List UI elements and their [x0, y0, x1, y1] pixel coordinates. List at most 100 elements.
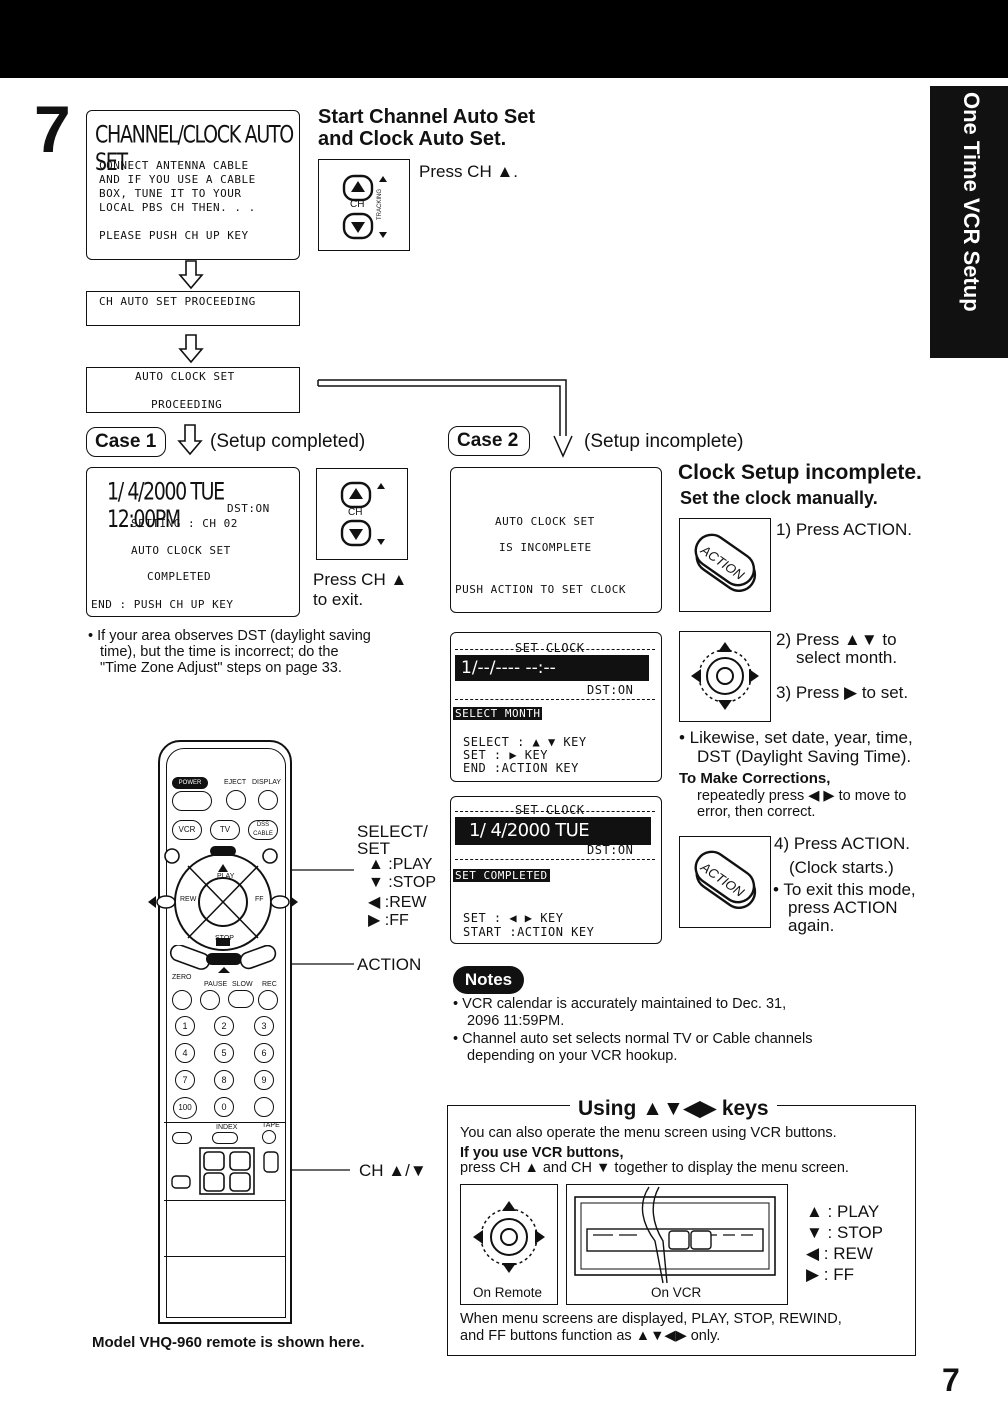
rec-key: [258, 990, 278, 1010]
case1-setting: SETTING : CH 02: [131, 517, 238, 530]
set-clock2-key2: START :ACTION KEY: [463, 925, 595, 939]
action-callout: ACTION: [357, 955, 422, 974]
slow-key: [228, 990, 254, 1008]
play-label: PLAY: [217, 873, 235, 880]
directional-pad-icon: [473, 1201, 545, 1273]
tv-key: TV: [210, 820, 240, 840]
pause-key: [200, 990, 220, 1010]
ch-label: CH: [348, 507, 363, 518]
dst-note-2: time), but the time is incorrect; do the: [100, 644, 339, 660]
exit-line1: • To exit this mode,: [773, 880, 916, 899]
pause-label: PAUSE: [204, 981, 228, 988]
select-set-label-4: ▼ :STOP: [368, 874, 436, 891]
osd-ch-auto-text: CH AUTO SET PROCEEDING: [99, 295, 256, 308]
case2-desc: (Setup incomplete): [584, 431, 744, 452]
set-clock-key3: END :ACTION KEY: [463, 761, 579, 775]
corrections-line1: repeatedly press ◀ ▶ to move to: [697, 788, 907, 804]
callout-lines: [290, 869, 354, 1171]
case2-badge: Case 2: [448, 426, 530, 456]
digit-2: 2: [214, 1016, 234, 1036]
digit-100: 100: [173, 1097, 197, 1119]
osd-screen-case1: 1/ 4/2000 TUE 12:00PM DST:ON SETTING : C…: [86, 467, 300, 617]
digit-0: 0: [214, 1097, 234, 1117]
eject-label: EJECT: [224, 779, 247, 786]
case2-label: Case 2: [457, 430, 519, 451]
osd-title: CHANNEL/CLOCK AUTO SET: [95, 121, 294, 176]
digit-9: 9: [254, 1070, 274, 1090]
case1-time: 1/ 4/2000 TUE 12:00PM: [107, 478, 225, 533]
ch-label: CH: [350, 199, 365, 210]
stop-label: STOP: [215, 935, 234, 942]
side-tab-label: One Time VCR Setup: [959, 92, 984, 312]
add-delete-key: [254, 1097, 274, 1117]
set-clock-dst: DST:ON: [587, 683, 634, 697]
action-button-icon: [694, 533, 757, 592]
remote-ch-vol-icon: [171, 1147, 279, 1195]
on-remote-label: On Remote: [473, 1285, 543, 1300]
case1-badge: Case 1: [86, 427, 166, 457]
digit-3: 3: [254, 1016, 274, 1036]
remote-control: [158, 740, 292, 1324]
osd-screen-ch-auto-set: CH AUTO SET PROCEEDING: [86, 291, 300, 326]
tracking-label: TRACKING: [377, 188, 383, 220]
osd-line-1: CONNECT ANTENNA CABLE: [99, 159, 249, 172]
remote-caption: Model VHQ-960 remote is shown here.: [92, 1334, 365, 1351]
eject-key: [226, 790, 246, 810]
using-keys-line3: press CH ▲ and CH ▼ together to display …: [460, 1160, 849, 1176]
ff-label: FF: [255, 896, 264, 903]
osd-line-4: LOCAL PBS CH THEN. . .: [99, 201, 256, 214]
using-keys-line1: You can also operate the menu screen usi…: [460, 1125, 837, 1141]
set-clock2-key1: SET : ◀ ▶ KEY: [463, 911, 564, 925]
vcr-front-panel-icon: [574, 1186, 776, 1284]
ch-button-figure-2: CH: [316, 468, 408, 560]
dss-key: DSS CABLE: [248, 820, 278, 840]
connector-arrow: [317, 379, 573, 458]
osd-screen-case2: AUTO CLOCK SET IS INCOMPLETE PUSH ACTION…: [450, 467, 662, 613]
tape-key: [262, 1130, 276, 1144]
legend-rew: ◀ : REW: [806, 1244, 873, 1263]
corrections-title: To Make Corrections,: [679, 770, 831, 787]
legend-play: ▲ : PLAY: [806, 1202, 880, 1221]
tape-label: TAPE: [262, 1122, 280, 1129]
likewise-line2: DST (Daylight Saving Time).: [697, 747, 912, 766]
action-button-figure-2: ACTION: [679, 836, 771, 928]
power-button: POWER: [172, 777, 208, 789]
osd-set-clock-1: SET CLOCK 1/--/---- --:-- DST:ON SELECT …: [450, 632, 662, 782]
clock-starts-text: (Clock starts.): [789, 858, 894, 877]
select-set-label-3: ▲ :PLAY: [368, 856, 433, 873]
legend-ff: ▶ : FF: [806, 1265, 855, 1284]
dst-note-1: • If your area observes DST (daylight sa…: [88, 628, 371, 644]
case1-acs: AUTO CLOCK SET: [131, 544, 231, 557]
digit-7: 7: [175, 1070, 195, 1090]
set-clock-header: SET CLOCK: [513, 641, 587, 655]
step-heading-line1: Start Channel Auto Set: [318, 106, 536, 128]
case1-label: Case 1: [95, 431, 157, 452]
digit-8: 8: [214, 1070, 234, 1090]
vcr-key: VCR: [172, 820, 202, 840]
using-keys-line2: If you use VCR buttons,: [460, 1145, 624, 1161]
note1-line2: 2096 11:59PM.: [467, 1013, 565, 1029]
select-set-label-2: SET: [357, 839, 391, 858]
digit-6: 6: [254, 1043, 274, 1063]
osd-set-clock-2: SET CLOCK 1/ 4/2000 TUE 12:00PM DST:ON S…: [450, 796, 662, 944]
action-button-icon: [694, 850, 757, 909]
note2-line2: depending on your VCR hookup.: [467, 1048, 678, 1064]
step-number: 7: [34, 92, 71, 166]
action-select-row: [169, 945, 277, 973]
display-label: DISPLAY: [252, 779, 282, 786]
zero-key: [172, 990, 192, 1010]
slow-label: SLOW: [232, 981, 253, 988]
down-arrow-icon: [177, 424, 203, 456]
on-vcr-figure: On VCR: [566, 1184, 788, 1305]
action-button-figure: ACTION: [679, 518, 771, 612]
osd-acs-line1: AUTO CLOCK SET: [135, 370, 235, 383]
exit-line2: press ACTION: [788, 898, 898, 917]
remote-dpad-icon: [148, 846, 298, 951]
note2-line1: • Channel auto set selects normal TV or …: [453, 1031, 813, 1047]
digit-4: 4: [175, 1043, 195, 1063]
legend-stop: ▼ : STOP: [806, 1223, 883, 1242]
power-key: [172, 791, 212, 811]
set-clock-key2: SET : ▶ KEY: [463, 748, 548, 762]
step2-text-b: select month.: [796, 648, 898, 667]
osd-screen-channel-clock: CHANNEL/CLOCK AUTO SET CONNECT ANTENNA C…: [86, 110, 300, 260]
